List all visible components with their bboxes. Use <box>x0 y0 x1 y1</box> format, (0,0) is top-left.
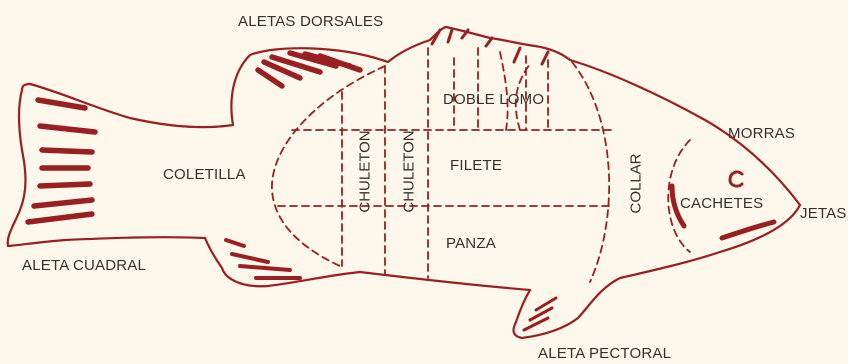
pectoral-fin-rays <box>522 296 558 332</box>
tail-fin-rays <box>25 97 98 225</box>
dorsal-spines <box>430 28 550 66</box>
label-aleta-pectoral: ALETA PECTORAL <box>538 345 672 362</box>
label-doble-lomo: DOBLE LOMO <box>443 91 545 108</box>
belly-fin-rays <box>224 238 302 280</box>
label-chuleton-2: CHULETON <box>400 130 418 213</box>
fish-outline <box>6 25 802 340</box>
label-morras: MORRAS <box>728 125 796 142</box>
cut-lines <box>271 47 691 283</box>
label-collar: COLLAR <box>627 153 645 214</box>
dorsal-fin-rays <box>255 50 363 89</box>
label-cachetes: CACHETES <box>680 195 764 212</box>
label-chuleton-1: CHULETON <box>356 130 374 213</box>
eye <box>728 170 744 188</box>
head-marks <box>669 183 777 241</box>
label-jetas: JETAS <box>800 205 847 222</box>
label-aletas-dorsales: ALETAS DORSALES <box>238 13 384 30</box>
label-coletilla: COLETILLA <box>163 166 246 183</box>
label-filete: FILETE <box>450 157 503 174</box>
label-panza: PANZA <box>446 235 496 252</box>
label-aleta-cuadral: ALETA CUADRAL <box>22 257 147 274</box>
